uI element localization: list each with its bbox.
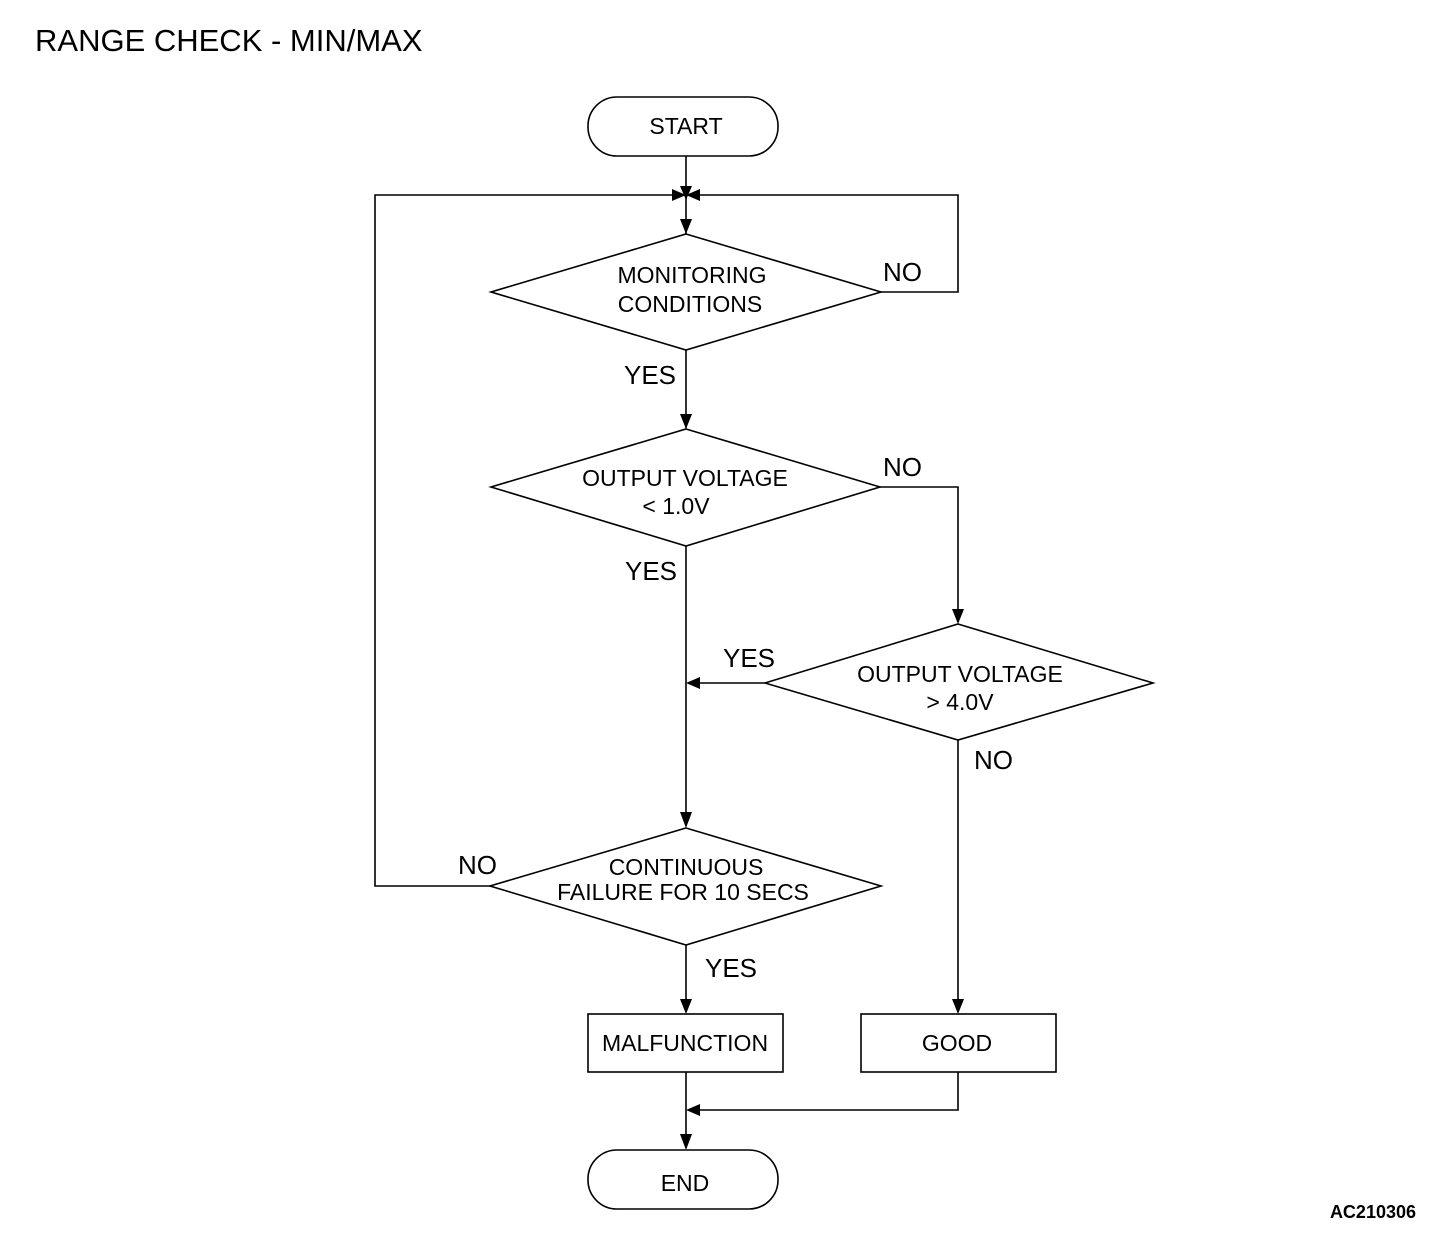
arrowhead-down	[680, 1134, 692, 1150]
reference-code: AC210306	[1330, 1202, 1416, 1222]
malfunction-label: MALFUNCTION	[602, 1030, 768, 1056]
good-label: GOOD	[922, 1030, 992, 1056]
arrowhead-down	[680, 219, 692, 234]
start-node: START	[587, 96, 779, 157]
output-low-label-line2: < 1.0V	[642, 493, 710, 519]
output-high-label-line2: > 4.0V	[926, 689, 994, 715]
output-low-label-line1: OUTPUT VOLTAGE	[582, 465, 788, 491]
arrowhead-left	[686, 189, 700, 201]
monitoring-conditions-decision: MONITORING CONDITIONS	[488, 233, 884, 351]
arrowhead-down	[952, 999, 964, 1014]
continuous-label-line1: CONTINUOUS	[609, 854, 764, 880]
arrowhead-down	[952, 609, 964, 624]
output-voltage-low-decision: OUTPUT VOLTAGE < 1.0V	[488, 428, 883, 547]
edge-label-output-high-no: NO	[974, 745, 1013, 775]
connector-output-low-no	[880, 486, 959, 622]
edge-label-continuous-no: NO	[458, 850, 497, 880]
edge-label-monitoring-yes: YES	[624, 360, 676, 390]
arrowhead-down	[680, 414, 692, 429]
end-label: END	[661, 1170, 710, 1196]
edge-label-continuous-yes: YES	[705, 953, 757, 983]
connector-monitoring-no-loop	[694, 194, 959, 293]
arrowhead-down	[680, 812, 692, 828]
arrowhead-down	[680, 999, 692, 1014]
arrowhead-left	[686, 677, 700, 689]
edge-label-output-low-no: NO	[883, 452, 922, 482]
arrowheads	[672, 186, 964, 1150]
continuous-label-line2: FAILURE FOR 10 SECS	[557, 879, 809, 905]
page-title: RANGE CHECK - MIN/MAX	[35, 23, 423, 58]
arrowhead-down	[680, 186, 692, 200]
start-label: START	[649, 113, 722, 139]
edge-label-monitoring-no: NO	[883, 257, 922, 287]
malfunction-node: MALFUNCTION	[587, 1013, 784, 1073]
connectors	[374, 156, 959, 1148]
good-node: GOOD	[860, 1013, 1057, 1073]
output-voltage-high-decision: OUTPUT VOLTAGE > 4.0V	[762, 623, 1156, 741]
monitoring-label-line2: CONDITIONS	[618, 291, 762, 317]
monitoring-label-line1: MONITORING	[617, 262, 766, 288]
end-node: END	[587, 1149, 779, 1210]
arrowhead-left	[686, 1104, 700, 1116]
edge-label-output-low-yes: YES	[625, 556, 677, 586]
output-high-label-line1: OUTPUT VOLTAGE	[857, 661, 1063, 687]
connector-good-to-end	[692, 1072, 959, 1111]
arrowhead-right	[672, 189, 686, 201]
edge-label-output-high-yes: YES	[723, 643, 775, 673]
continuous-failure-decision: CONTINUOUS FAILURE FOR 10 SECS	[487, 827, 884, 946]
connector-continuous-no-loop	[374, 194, 678, 887]
